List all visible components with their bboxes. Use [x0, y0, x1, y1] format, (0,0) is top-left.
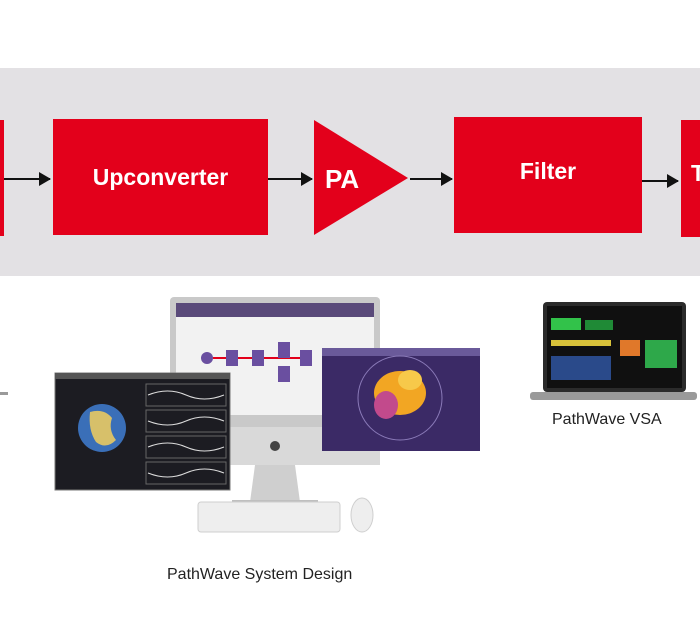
- vsa-trace-orange: [620, 340, 640, 356]
- plot-trace-2: [147, 416, 225, 426]
- vsa-caption: PathWave VSA: [552, 411, 662, 428]
- imac-stand: [250, 465, 300, 502]
- mouse: [350, 497, 374, 533]
- pa-amplifier-triangle: [314, 120, 408, 235]
- left-laptop-edge: [0, 392, 8, 395]
- keyboard: [197, 501, 341, 533]
- plot-panel-4: [145, 461, 227, 485]
- next-block-label: T: [691, 160, 700, 186]
- vsa-trace-green-3: [645, 340, 677, 368]
- upconverter-label: Upconverter: [92, 163, 229, 190]
- vsa-trace-yellow: [551, 340, 611, 346]
- vsa-laptop-base: [530, 392, 697, 400]
- arrow-to-upconverter: [4, 172, 51, 186]
- imac-title-bar: [176, 303, 374, 317]
- vsa-trace-blue: [551, 356, 611, 380]
- arrow-to-filter: [410, 172, 453, 186]
- arrow-to-pa: [268, 172, 313, 186]
- schematic-block-e: [300, 350, 312, 366]
- globe-land: [89, 410, 116, 446]
- schematic-source-icon: [201, 352, 213, 364]
- antenna-lobe-top: [398, 370, 422, 390]
- arrow-to-next-block: [642, 174, 679, 188]
- plot-panel-2: [145, 409, 227, 433]
- filter-label: Filter: [519, 157, 577, 184]
- vsa-trace-green-1: [551, 318, 581, 330]
- plot-trace-3: [147, 442, 225, 452]
- apple-logo-icon: [270, 441, 280, 451]
- upconverter-block: Upconverter: [53, 119, 268, 235]
- schematic-block-b: [252, 350, 264, 366]
- plot-panel-3: [145, 435, 227, 459]
- next-block-partial: T: [681, 120, 700, 237]
- filter-block: Filter: [454, 117, 642, 233]
- globe-window-title: [55, 373, 230, 379]
- left-partial-block: [0, 120, 4, 236]
- antenna-lobe-side: [374, 391, 398, 419]
- antenna-window-title: [322, 348, 480, 356]
- polar-grid-ring: [357, 355, 443, 441]
- system-design-caption: PathWave System Design: [167, 566, 353, 583]
- plot-trace-1: [147, 390, 225, 400]
- schematic-block-a: [226, 350, 238, 366]
- schematic-block-c: [278, 342, 290, 358]
- schematic-block-d: [278, 366, 290, 382]
- vsa-trace-green-2: [585, 320, 613, 330]
- pa-label: PA: [325, 164, 360, 194]
- plot-panel-1: [145, 383, 227, 407]
- plot-trace-4: [147, 468, 225, 478]
